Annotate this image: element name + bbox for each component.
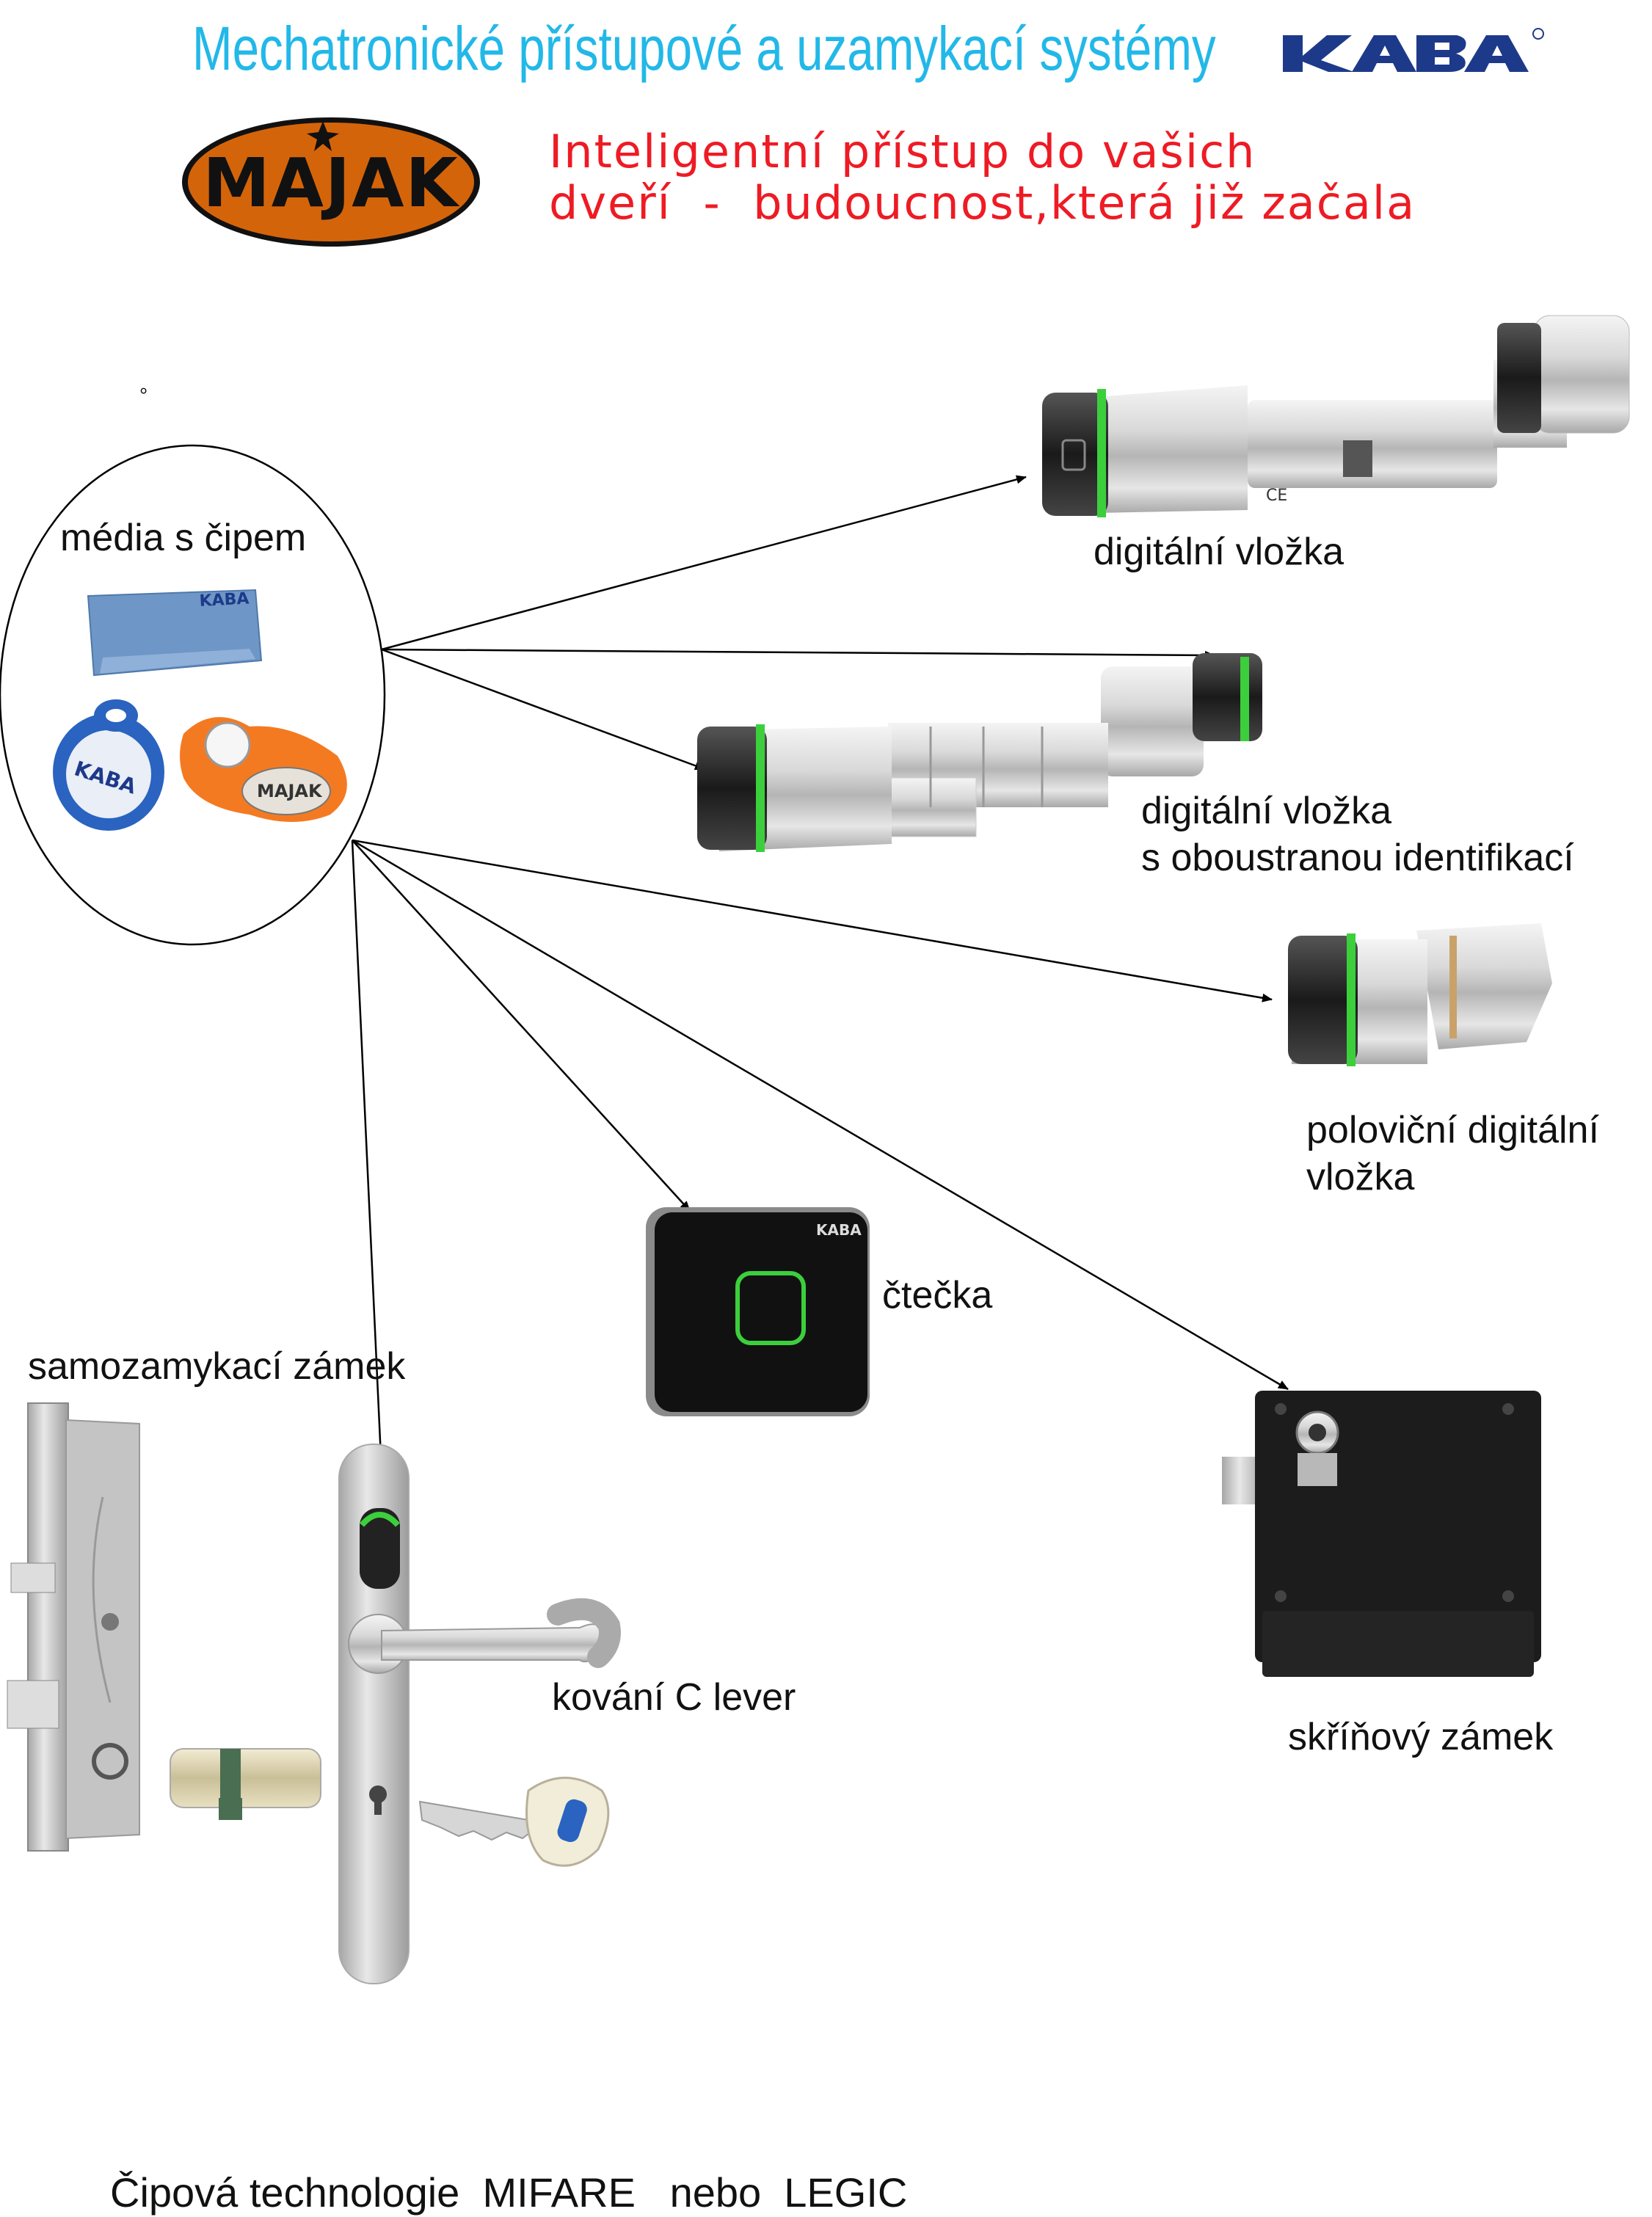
svg-text:KABA: KABA <box>199 589 250 611</box>
key-image <box>418 1777 610 1867</box>
double-digital-cylinder-image <box>697 653 1262 852</box>
arrow-to-box-lock <box>352 839 1289 1391</box>
media-hub-ellipse <box>0 444 386 946</box>
arrow-to-lever-fitting <box>351 840 387 1505</box>
arrow-to-double-cylinder <box>381 648 1215 660</box>
half-digital-cylinder-image <box>1288 923 1552 1066</box>
euro-cylinder-image <box>170 1748 321 1820</box>
connector-arrows <box>351 475 1289 1505</box>
svg-text:MAJAK: MAJAK <box>257 781 323 801</box>
tagline-line-1: Inteligentní přístup do vašich <box>549 125 1256 178</box>
svg-text:CE: CE <box>1266 487 1287 505</box>
label-reader: čtečka <box>882 1274 993 1317</box>
blue-key-fob-image: KABA <box>53 699 164 831</box>
label-double-cylinder-line-2: s oboustranou identifikací <box>1141 837 1574 879</box>
arrow-to-digital-cylinder <box>381 475 1027 651</box>
mortise-lock-image <box>7 1402 140 1852</box>
hub-label: média s čipem <box>60 517 307 559</box>
majak-logo-text: MAJAK <box>203 144 459 222</box>
label-half-cylinder-line-1: poloviční digitální <box>1306 1109 1599 1151</box>
arrow-to-half-cylinder <box>352 839 1273 1002</box>
digital-cylinder-image: CE <box>1042 315 1630 517</box>
box-lock-image <box>1222 1391 1541 1677</box>
footer-text: Čipová technologie MIFARE nebo LEGIC <box>110 2169 908 2216</box>
tagline: Inteligentní přístup do vašich dveří - b… <box>549 126 1416 229</box>
arrow-to-reader <box>352 840 691 1212</box>
tagline-line-2: dveří - budoucnost,která již začala <box>549 176 1416 230</box>
kaba-logo <box>1283 28 1544 72</box>
label-double-cylinder-line-1: digitální vložka <box>1141 790 1392 832</box>
orange-key-fob-image: MAJAK <box>180 717 347 822</box>
label-half-cylinder-line-2: vložka <box>1306 1156 1415 1198</box>
svg-text:KABA: KABA <box>816 1221 862 1239</box>
label-double-cylinder: digitální vložka s oboustranou identifik… <box>1141 787 1574 881</box>
majak-logo <box>182 117 480 247</box>
label-lever-fitting: kování C lever <box>552 1676 796 1719</box>
stray-mark: ° <box>139 384 148 407</box>
chip-card-image: KABA <box>87 589 263 677</box>
label-selflocking-lock: samozamykací zámek <box>28 1345 406 1388</box>
label-digital-cylinder: digitální vložka <box>1094 531 1344 573</box>
lever-fitting-image <box>338 1444 621 1984</box>
card-reader-image: KABA <box>646 1207 870 1416</box>
label-half-cylinder: poloviční digitální vložka <box>1306 1107 1599 1201</box>
page-title: Mechatronické přístupové a uzamykací sys… <box>192 14 1216 83</box>
arrow-to-double-cylinder-left <box>381 648 705 771</box>
label-box-lock: skříňový zámek <box>1288 1716 1554 1758</box>
